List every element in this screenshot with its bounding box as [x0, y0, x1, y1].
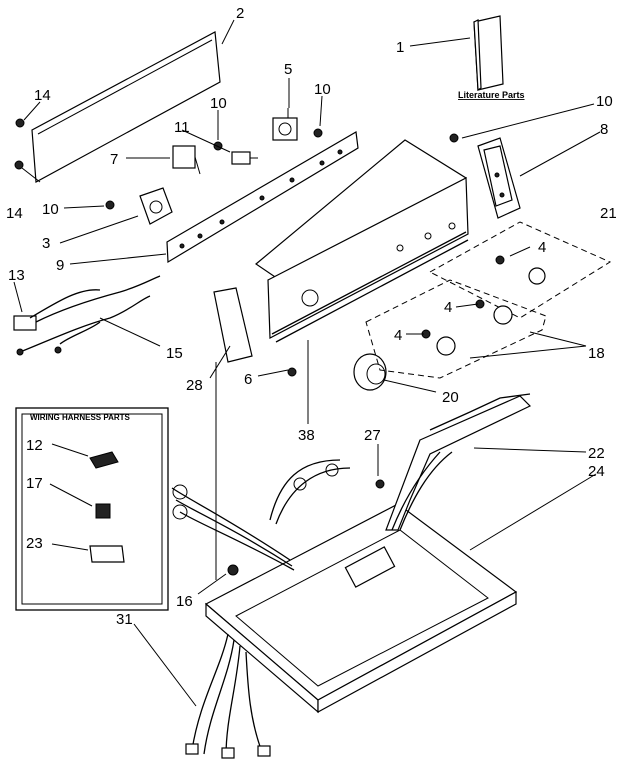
callout-31: 31	[116, 611, 133, 628]
callout-12: 12	[26, 437, 43, 454]
callout-22: 22	[588, 445, 605, 462]
callout-2: 2	[236, 5, 244, 22]
callout-17: 17	[26, 475, 43, 492]
callout-4-c: 4	[394, 327, 402, 344]
callout-1: 1	[396, 39, 404, 56]
callout-13: 13	[8, 267, 25, 284]
end-panel-28	[213, 287, 253, 580]
callout-24: 24	[588, 463, 605, 480]
callout-21: 21	[600, 205, 617, 222]
top-cover-24	[204, 479, 518, 714]
screw-10-c	[105, 200, 115, 210]
callout-23: 23	[26, 535, 43, 552]
callout-15: 15	[166, 345, 183, 362]
harness-31	[185, 633, 271, 759]
callout-20: 20	[442, 389, 459, 406]
timer-3	[139, 187, 173, 225]
knob-4-c	[421, 329, 456, 356]
back-panel	[31, 31, 221, 183]
callout-11: 11	[174, 119, 190, 136]
callout-5: 5	[284, 61, 292, 78]
literature-booklet: Literature Parts	[458, 15, 525, 100]
wiring-harness-box: WIRING HARNESS PARTS	[15, 407, 169, 611]
bracket-5	[272, 108, 298, 141]
callout-27: 27	[364, 427, 381, 444]
callout-3: 3	[42, 235, 50, 252]
screw-14-bottom	[14, 160, 24, 170]
callout-14-top: 14	[34, 87, 51, 104]
control-bracket-9	[166, 131, 359, 264]
callout-28: 28	[186, 377, 203, 394]
knob-4-b	[475, 299, 513, 325]
callout-7: 7	[110, 151, 118, 168]
screw-6	[287, 367, 297, 377]
dashed-box-21	[428, 221, 612, 319]
wiring-box-title: WIRING HARNESS PARTS	[30, 413, 131, 422]
switch-11	[231, 151, 258, 165]
callout-10-a: 10	[210, 95, 227, 112]
literature-label: Literature Parts	[458, 90, 525, 100]
console-panel	[255, 139, 469, 343]
callout-6: 6	[244, 371, 252, 388]
callout-4-a: 4	[538, 239, 546, 256]
callout-16: 16	[176, 593, 193, 610]
harness-15	[13, 275, 161, 356]
callout-18: 18	[588, 345, 605, 362]
callout-10-d: 10	[42, 201, 59, 218]
callout-38: 38	[298, 427, 315, 444]
dashed-box-18	[365, 279, 547, 379]
leader-lines	[13, 19, 601, 707]
harness-22	[385, 393, 532, 531]
callout-labels: 1 2 3 4 4 4 5 6 7 8 9 10 10 10 10 11 12 …	[6, 5, 617, 628]
knob-4-a	[495, 255, 546, 285]
end-cap-8	[477, 137, 521, 219]
screw-10-b	[313, 128, 323, 138]
component-7	[172, 145, 201, 175]
callout-8: 8	[600, 121, 608, 138]
knob-20	[353, 353, 387, 391]
callout-10-c: 10	[596, 93, 613, 110]
callout-10-b: 10	[314, 81, 331, 98]
callout-14-bottom: 14	[6, 205, 23, 222]
screw-10-d	[449, 133, 459, 143]
callout-4-b: 4	[444, 299, 452, 316]
callout-9: 9	[56, 257, 64, 274]
wire-bundle-left	[171, 459, 351, 571]
screw-14-top	[15, 118, 25, 128]
